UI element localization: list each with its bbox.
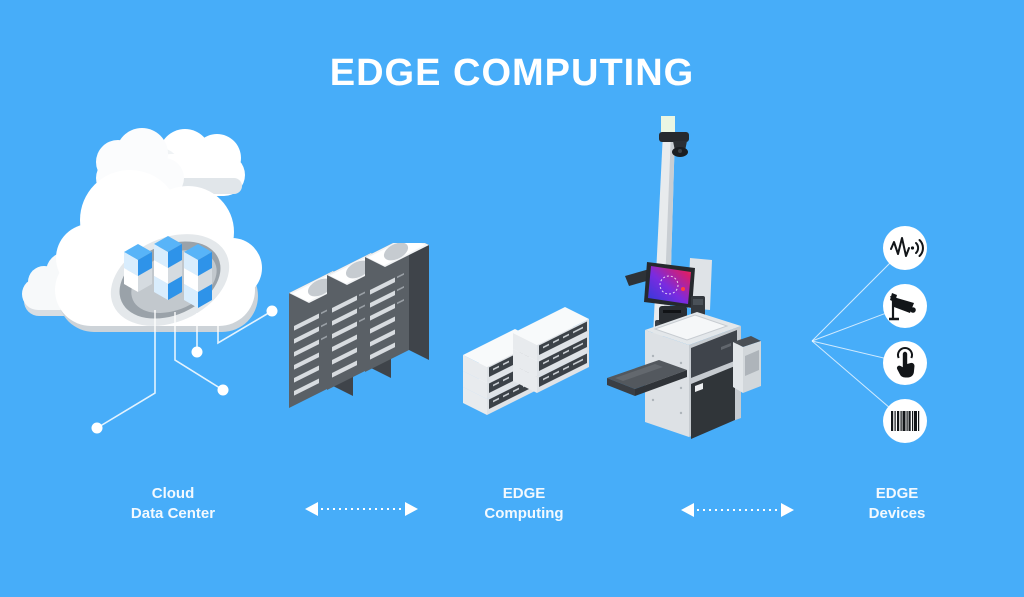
kiosk-screen <box>644 262 695 308</box>
lower-compartment <box>691 366 735 439</box>
circuit-node-dots <box>91 305 278 434</box>
side-shelf-unit <box>733 336 761 393</box>
cctv-camera-icon <box>889 293 916 321</box>
arrow-cloud-to-edge <box>305 502 418 516</box>
arrow-edge-to-devices <box>681 503 794 517</box>
edge-devices-label: EDGE Devices <box>817 484 977 525</box>
device-connector-lines <box>811 247 906 422</box>
cloud-data-center-label: Cloud Data Center <box>93 484 253 525</box>
edge-servers-illustration <box>463 307 589 415</box>
kiosk-lamp <box>661 116 675 134</box>
device-badge-touch <box>883 341 927 385</box>
edge-devices-label-line1: EDGE <box>875 485 919 502</box>
device-badge-voice <box>883 226 927 270</box>
edge-computing-label: EDGE Computing <box>444 484 604 525</box>
circuit-lines <box>96 310 273 429</box>
cloud-data-center-illustration <box>22 128 278 434</box>
cloud-label-line1: Cloud <box>151 485 195 502</box>
server-racks-illustration <box>275 243 455 423</box>
page-title: EDGE COMPUTING <box>329 52 695 94</box>
edge-computing-label-line1: EDGE <box>502 485 546 502</box>
self-checkout-kiosk-illustration <box>607 116 761 439</box>
voice-waveform-icon <box>890 237 924 257</box>
edge-devices-illustration <box>811 226 927 443</box>
edge-server-stack-right <box>513 307 589 393</box>
main-cloud <box>55 170 262 332</box>
edge-computing-label-line2: Computing <box>484 505 564 523</box>
device-badge-camera <box>883 284 927 328</box>
device-badge-barcode <box>883 399 927 443</box>
barcode-icon <box>891 411 920 431</box>
edge-devices-label-line2: Devices <box>868 505 926 523</box>
kiosk-camera <box>659 132 689 157</box>
cloud-label-line2: Data Center <box>130 505 216 523</box>
bagging-shelf <box>607 360 687 396</box>
touch-gesture-icon <box>896 347 915 378</box>
payment-terminal <box>691 296 705 316</box>
server-tower-right <box>365 243 429 372</box>
scanner-module <box>691 330 737 378</box>
